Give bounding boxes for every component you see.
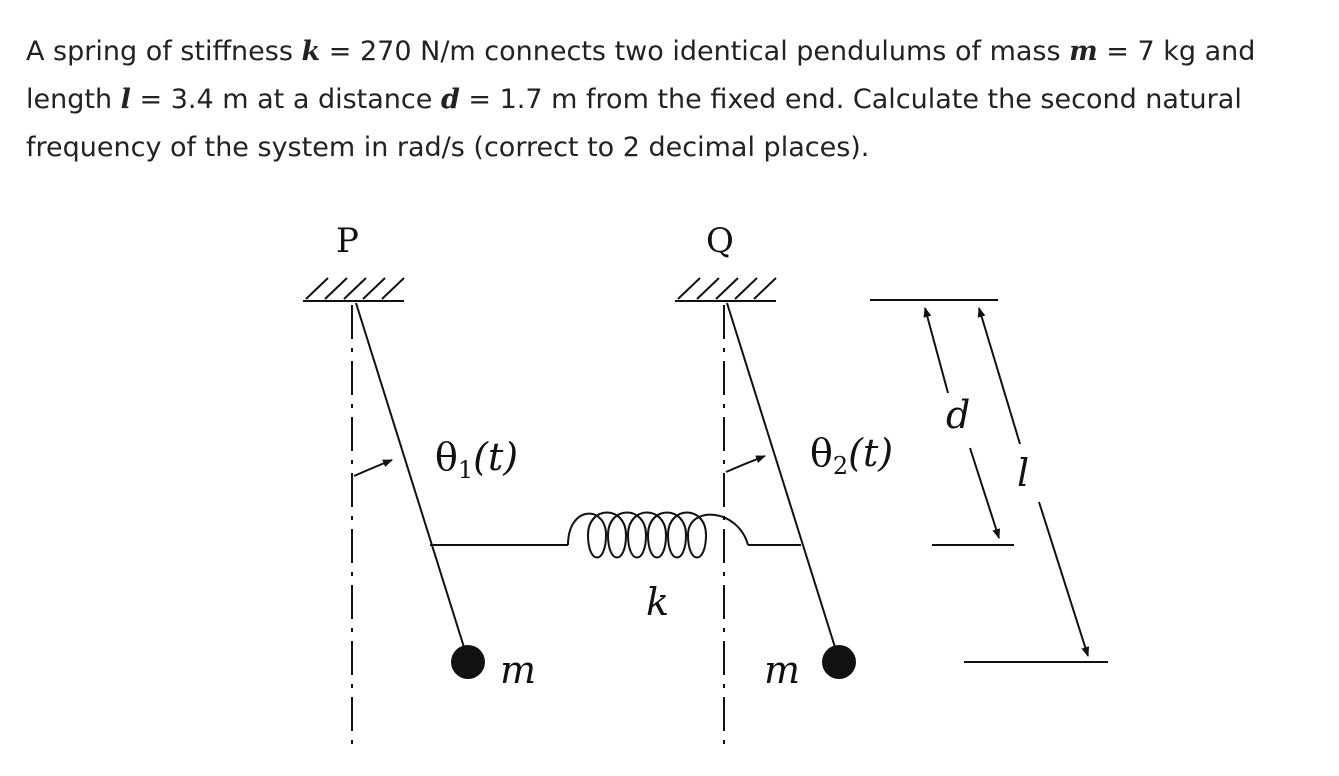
ground-hatch-right — [675, 277, 777, 302]
spring-label-k: k — [646, 580, 669, 624]
symbol-m: m — [1069, 36, 1098, 67]
support-label-q: Q — [706, 221, 734, 261]
dimension-d-label: d — [946, 393, 970, 437]
dimension-l-arrow-down — [1038, 501, 1090, 657]
pendulum-rod-right — [726, 302, 840, 661]
support-label-p: P — [336, 221, 359, 261]
dimension-l-label: l — [1017, 451, 1029, 495]
symbol-l: l — [120, 84, 131, 115]
mass-bob-right — [822, 645, 856, 679]
question-part-5: = 1.7 m from the fixed end. Calculate th… — [26, 84, 1242, 163]
mass-bob-left — [451, 645, 485, 679]
question-part-4: = 3.4 m at a distance — [130, 84, 441, 115]
question-text: A spring of stiffness k = 270 N/m connec… — [26, 28, 1326, 172]
question-part-2: = 270 N/m connects two identical pendulu… — [320, 36, 1070, 67]
symbol-k: k — [301, 36, 321, 67]
angle-arrow-theta2 — [725, 455, 766, 473]
ground-hatch-left — [303, 277, 405, 302]
spring-coil — [567, 511, 749, 559]
dimension-l-arrow-up — [977, 307, 1021, 445]
theta2-label: θ2(t) — [810, 431, 893, 480]
mass-label-left: m — [500, 648, 536, 692]
dimension-d-arrow-down — [969, 447, 1001, 539]
dimension-d-arrow-up — [923, 307, 949, 394]
question-part-1: A spring of stiffness — [26, 36, 302, 67]
pendulum-rod-left — [355, 302, 469, 661]
question-part-3: = 7 kg and length — [26, 36, 1256, 115]
symbol-d: d — [440, 84, 460, 115]
mass-label-right: m — [764, 648, 800, 692]
theta1-label: θ1(t) — [435, 435, 518, 484]
angle-arrow-theta1 — [353, 459, 393, 477]
